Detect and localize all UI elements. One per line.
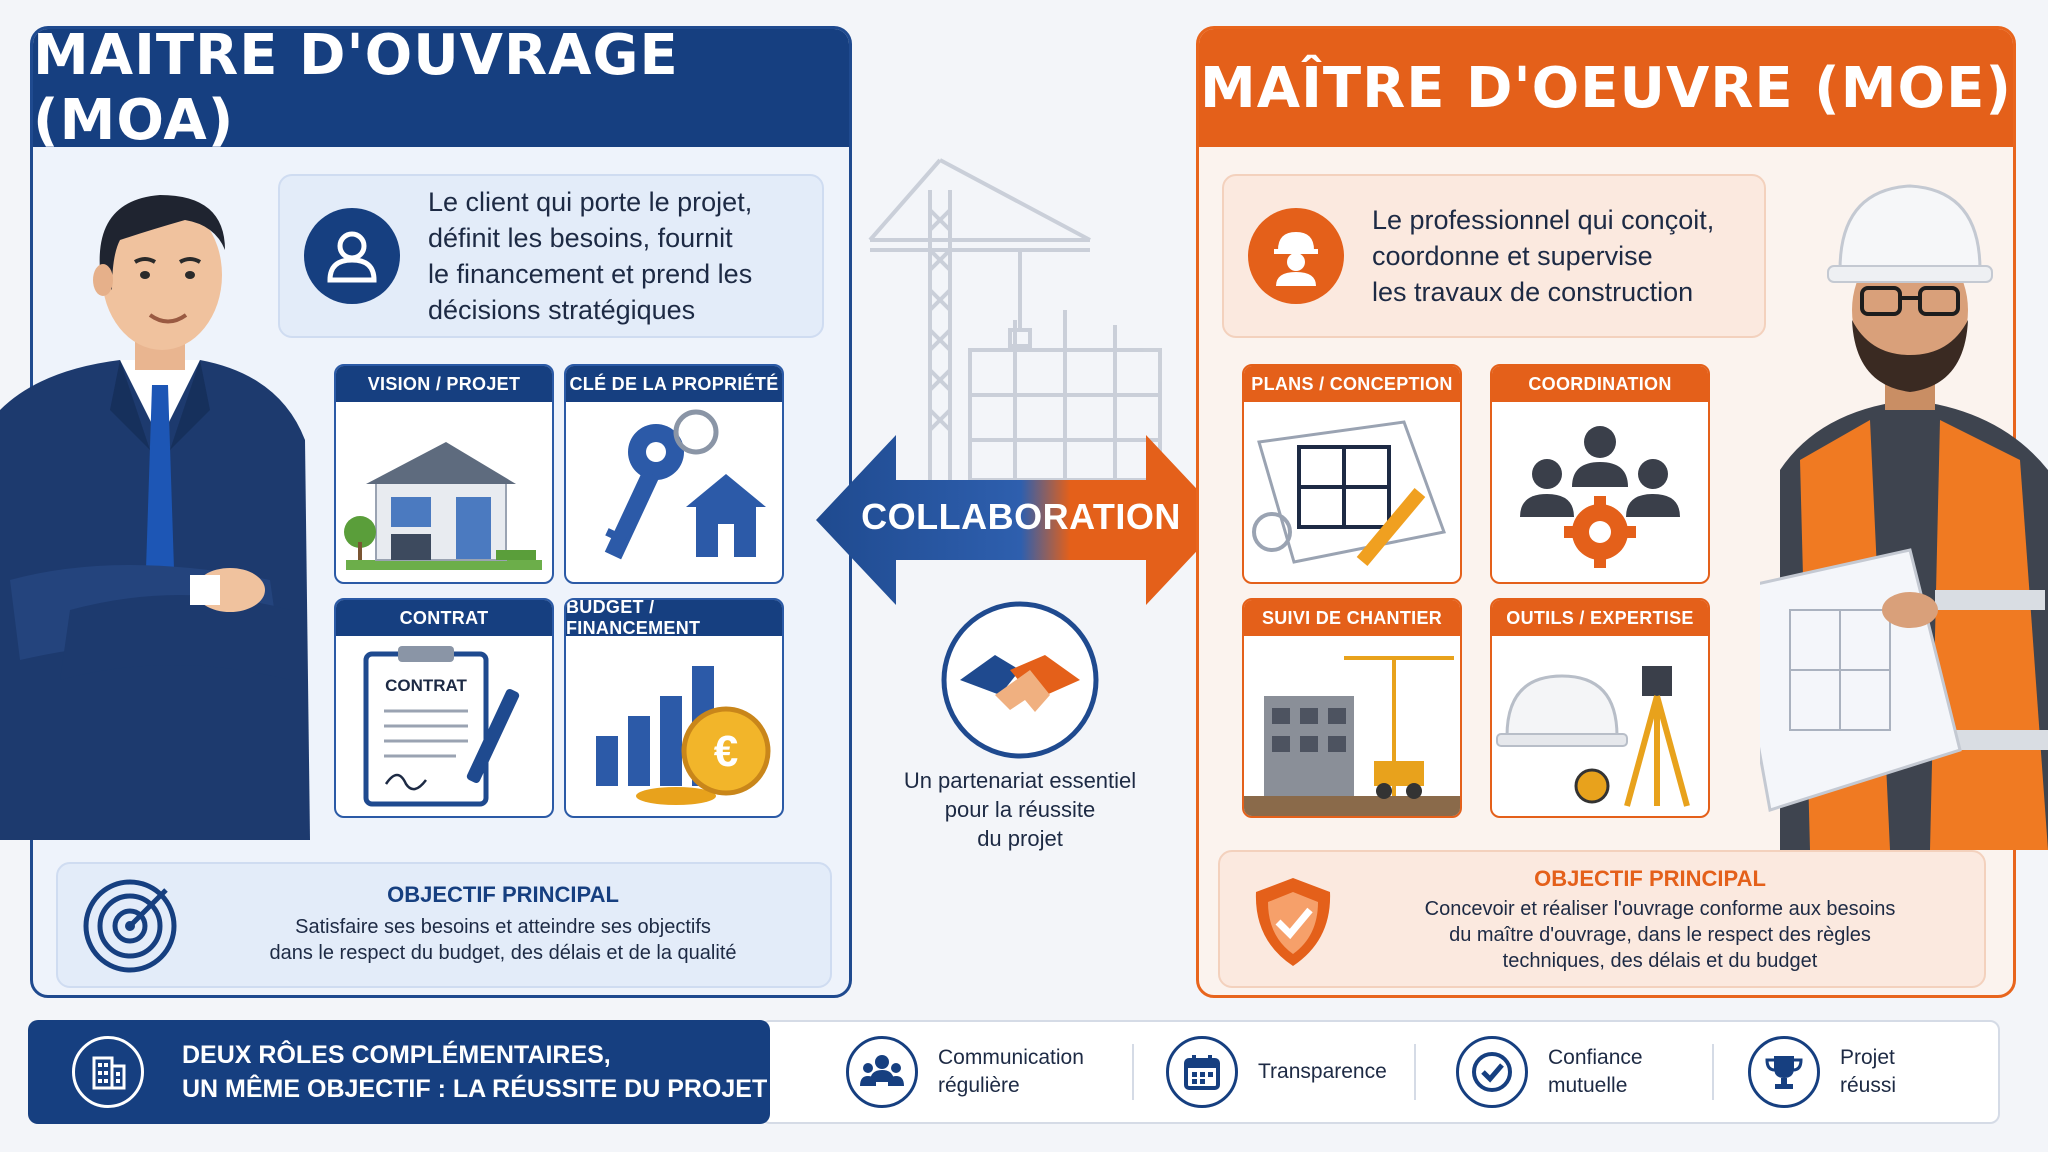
euro-symbol: € <box>714 727 738 776</box>
divider <box>1414 1044 1416 1100</box>
blueprint-icon <box>1252 420 1447 566</box>
feature-transparence: Transparence <box>1166 1022 1387 1122</box>
businessman-illustration <box>0 195 310 840</box>
hardhat-tools-icon <box>1496 666 1690 807</box>
card-cle-propriete: CLÉ DE LA PROPRIÉTÉ <box>564 364 784 584</box>
card-budget-financement: BUDGET / FINANCEMENT € <box>564 598 784 818</box>
moe-objective-text: Concevoir et réaliser l'ouvrage conforme… <box>1424 898 1896 972</box>
check-icon <box>1456 1036 1528 1108</box>
key-icon <box>604 409 766 560</box>
contract-icon: CONTRAT <box>363 646 520 807</box>
card-outils-expertise: OUTILS / EXPERTISE <box>1490 598 1710 818</box>
divider <box>1132 1044 1134 1100</box>
house-icon <box>344 442 542 570</box>
moe-description-box: Le professionnel qui conçoit, coordonne … <box>1222 174 1766 338</box>
card-contrat: CONTRAT CONTRAT <box>334 598 554 818</box>
team-icon <box>846 1036 918 1108</box>
feature-projet-reussi: Projet réussi <box>1748 1022 1896 1122</box>
trophy-icon <box>1748 1036 1820 1108</box>
features-bar: Communication régulière Transparence Con… <box>760 1020 2000 1124</box>
moe-objective-title: OBJECTIF PRINCIPAL <box>1534 866 1766 891</box>
feature-projet-reussi-label: Projet réussi <box>1840 1046 1897 1097</box>
bottom-headline-box: DEUX RÔLES COMPLÉMENTAIRES, UN MÊME OBJE… <box>28 1020 770 1124</box>
feature-communication-label: Communication régulière <box>938 1046 1084 1097</box>
handshake-icon <box>941 601 1099 759</box>
worker-icon <box>1248 208 1344 304</box>
feature-communication: Communication régulière <box>846 1022 1084 1122</box>
card-vision-projet: VISION / PROJET <box>334 364 554 584</box>
moe-description: Le professionnel qui conçoit, coordonne … <box>1372 205 1715 307</box>
coordination-icon <box>1520 426 1680 568</box>
moa-title: MAÎTRE D'OUVRAGE (MOA) <box>33 29 849 153</box>
moa-description-box: Le client qui porte le projet, définit l… <box>278 174 824 338</box>
collaboration-arrow <box>816 435 1226 605</box>
construction-site-icon <box>1244 656 1460 816</box>
contract-doc-label: CONTRAT <box>385 676 467 695</box>
engineer-illustration <box>1760 184 2048 850</box>
card-suivi-chantier: SUIVI DE CHANTIER <box>1242 598 1462 818</box>
client-icon <box>304 208 400 304</box>
moa-objective-title: OBJECTIF PRINCIPAL <box>387 882 619 907</box>
partnership-text: Un partenariat essentiel pour la réussit… <box>903 768 1137 851</box>
building-icon <box>72 1036 144 1108</box>
collaboration-label: COLLABORATION <box>861 496 1181 537</box>
budget-chart-icon: € <box>596 666 771 805</box>
moa-description: Le client qui porte le projet, définit l… <box>428 187 753 325</box>
divider <box>1712 1044 1714 1100</box>
moe-title: MAÎTRE D'OEUVRE (MOE) <box>1199 29 2013 147</box>
shield-check-icon <box>1255 878 1331 966</box>
feature-confiance-label: Confiance mutuelle <box>1548 1046 1643 1097</box>
calendar-icon <box>1166 1036 1238 1108</box>
feature-transparence-label: Transparence <box>1258 1060 1387 1083</box>
target-icon <box>83 879 177 973</box>
card-coordination: COORDINATION <box>1490 364 1710 584</box>
card-plans-conception: PLANS / CONCEPTION <box>1242 364 1462 584</box>
moe-objective-box: OBJECTIF PRINCIPAL Concevoir et réaliser… <box>1218 850 1986 988</box>
moa-objective-box: OBJECTIF PRINCIPAL Satisfaire ses besoin… <box>56 862 832 988</box>
moa-objective-text: Satisfaire ses besoins et atteindre ses … <box>269 916 737 964</box>
bottom-headline: DEUX RÔLES COMPLÉMENTAIRES, UN MÊME OBJE… <box>182 1041 768 1103</box>
feature-confiance: Confiance mutuelle <box>1456 1022 1643 1122</box>
